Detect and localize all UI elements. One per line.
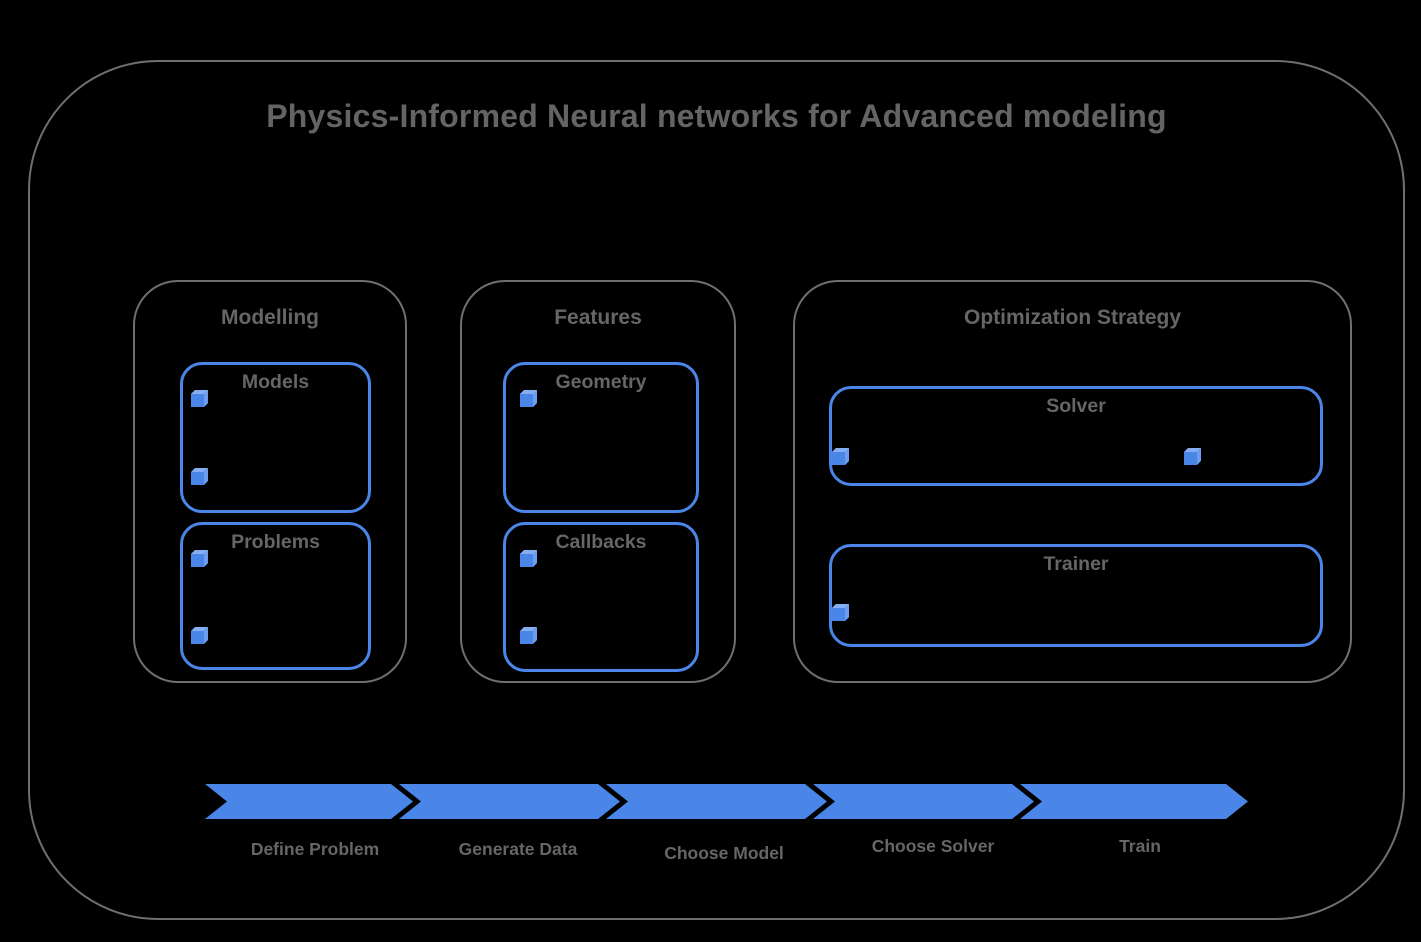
box-callbacks: Callbacks	[503, 522, 699, 672]
process-flow-arrow	[205, 784, 1248, 819]
section-optimization-title: Optimization Strategy	[963, 306, 1182, 329]
box-problems: Problems	[180, 522, 371, 670]
box-solver-title: Solver	[1046, 395, 1106, 417]
section-optimization-strategy: Optimization Strategy Solver Trainer	[793, 280, 1352, 683]
flow-step-label: Define Problem	[250, 839, 380, 859]
section-features: Features Geometry Callbacks	[460, 280, 736, 683]
section-modelling-title: Modelling	[221, 306, 319, 329]
flow-step-label: Generate Data	[458, 839, 578, 859]
box-models-title: Models	[241, 371, 310, 393]
cube-bullet-icon	[520, 554, 533, 567]
cube-bullet-icon	[832, 608, 845, 621]
outer-container: Physics-Informed Neural networks for Adv…	[28, 60, 1405, 920]
cube-bullet-icon	[832, 452, 845, 465]
cube-bullet-icon	[191, 554, 204, 567]
cube-bullet-icon	[520, 631, 533, 644]
section-features-title: Features	[554, 306, 642, 329]
flow-arrow-segment	[813, 784, 1034, 819]
flow-step-label: Choose Solver	[871, 836, 995, 856]
box-geometry-title: Geometry	[555, 371, 647, 393]
flow-arrow-segment	[606, 784, 827, 819]
cube-bullet-icon	[191, 631, 204, 644]
flow-arrow-segment	[205, 784, 413, 819]
box-callbacks-title: Callbacks	[555, 531, 647, 553]
flow-arrow-segment	[1020, 784, 1248, 819]
diagram-title: Physics-Informed Neural networks for Adv…	[266, 98, 1167, 134]
box-geometry: Geometry	[503, 362, 699, 513]
box-models: Models	[180, 362, 371, 513]
cube-bullet-icon	[191, 472, 204, 485]
section-modelling: Modelling Models Problems	[133, 280, 407, 683]
box-solver: Solver	[829, 386, 1323, 486]
cube-bullet-icon	[191, 394, 204, 407]
flow-arrow-segment	[399, 784, 620, 819]
box-trainer: Trainer	[829, 544, 1323, 647]
flow-step-label: Choose Model	[664, 843, 784, 863]
box-trainer-title: Trainer	[1043, 553, 1109, 575]
box-problems-title: Problems	[231, 531, 320, 553]
flow-step-label: Train	[1119, 836, 1161, 856]
cube-bullet-icon	[1184, 452, 1197, 465]
cube-bullet-icon	[520, 394, 533, 407]
